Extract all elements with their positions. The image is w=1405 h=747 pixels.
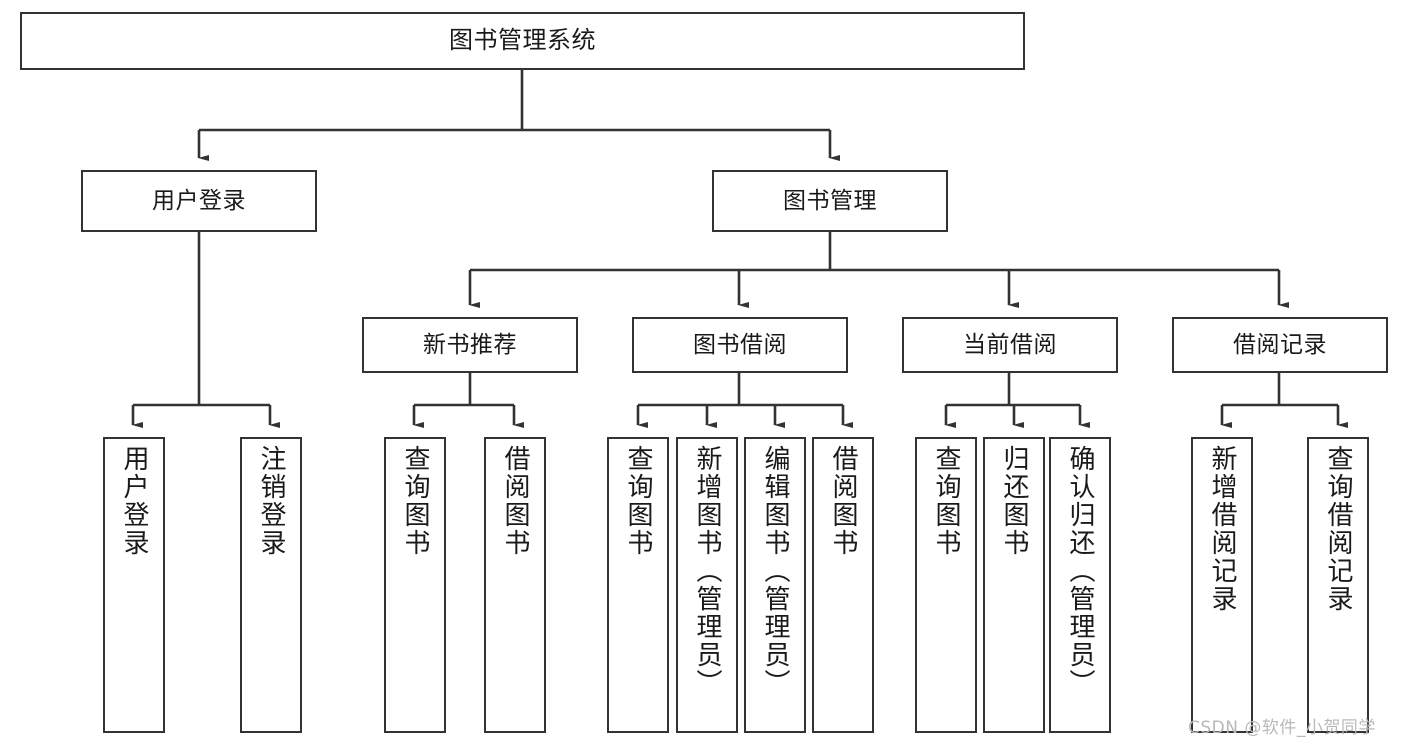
node-label: 查询图书 [400,445,430,557]
node-label: 用户登录 [119,445,149,557]
node-leaf-borrow-book[interactable]: 借阅图书 [812,437,874,733]
csdn-watermark: CSDN @软件_小贺同学 [1188,718,1376,738]
node-leaf-query-book-current[interactable]: 查询图书 [915,437,977,733]
node-current-borrow[interactable]: 当前借阅 [902,317,1118,373]
node-label: 查询借阅记录 [1323,445,1353,613]
node-label: 图书管理系统 [449,26,596,55]
node-label: 新增图书（管理员） [692,445,722,697]
node-leaf-query-borrow-record[interactable]: 查询借阅记录 [1307,437,1369,733]
node-leaf-edit-book-admin[interactable]: 编辑图书（管理员） [744,437,806,733]
node-root-book-management-system[interactable]: 图书管理系统 [20,12,1025,70]
node-leaf-user-login[interactable]: 用户登录 [103,437,165,733]
node-label: 借阅图书 [500,445,530,557]
node-label: 当前借阅 [963,331,1057,358]
node-label: 图书借阅 [693,331,787,358]
node-label: 图书管理 [783,187,877,214]
node-label: 借阅图书 [828,445,858,557]
node-label: 归还图书 [999,445,1029,557]
node-leaf-logout[interactable]: 注销登录 [240,437,302,733]
node-leaf-query-book-recommend[interactable]: 查询图书 [384,437,446,733]
node-label: 查询图书 [931,445,961,557]
node-book-borrow[interactable]: 图书借阅 [632,317,848,373]
node-leaf-confirm-return-admin[interactable]: 确认归还（管理员） [1049,437,1111,733]
node-label: 新增借阅记录 [1207,445,1237,613]
node-leaf-add-book-admin[interactable]: 新增图书（管理员） [676,437,738,733]
node-label: 确认归还（管理员） [1065,445,1095,697]
node-label: 编辑图书（管理员） [760,445,790,697]
node-user-login[interactable]: 用户登录 [81,170,317,232]
node-label: 注销登录 [256,445,286,557]
node-label: 借阅记录 [1233,331,1327,358]
node-label: 用户登录 [152,187,246,214]
node-leaf-query-book-borrow[interactable]: 查询图书 [607,437,669,733]
node-leaf-return-book[interactable]: 归还图书 [983,437,1045,733]
node-new-book-recommend[interactable]: 新书推荐 [362,317,578,373]
node-book-management[interactable]: 图书管理 [712,170,948,232]
node-label: 新书推荐 [423,331,517,358]
node-label: 查询图书 [623,445,653,557]
node-leaf-borrow-book-recommend[interactable]: 借阅图书 [484,437,546,733]
node-leaf-add-borrow-record[interactable]: 新增借阅记录 [1191,437,1253,733]
node-borrow-record[interactable]: 借阅记录 [1172,317,1388,373]
